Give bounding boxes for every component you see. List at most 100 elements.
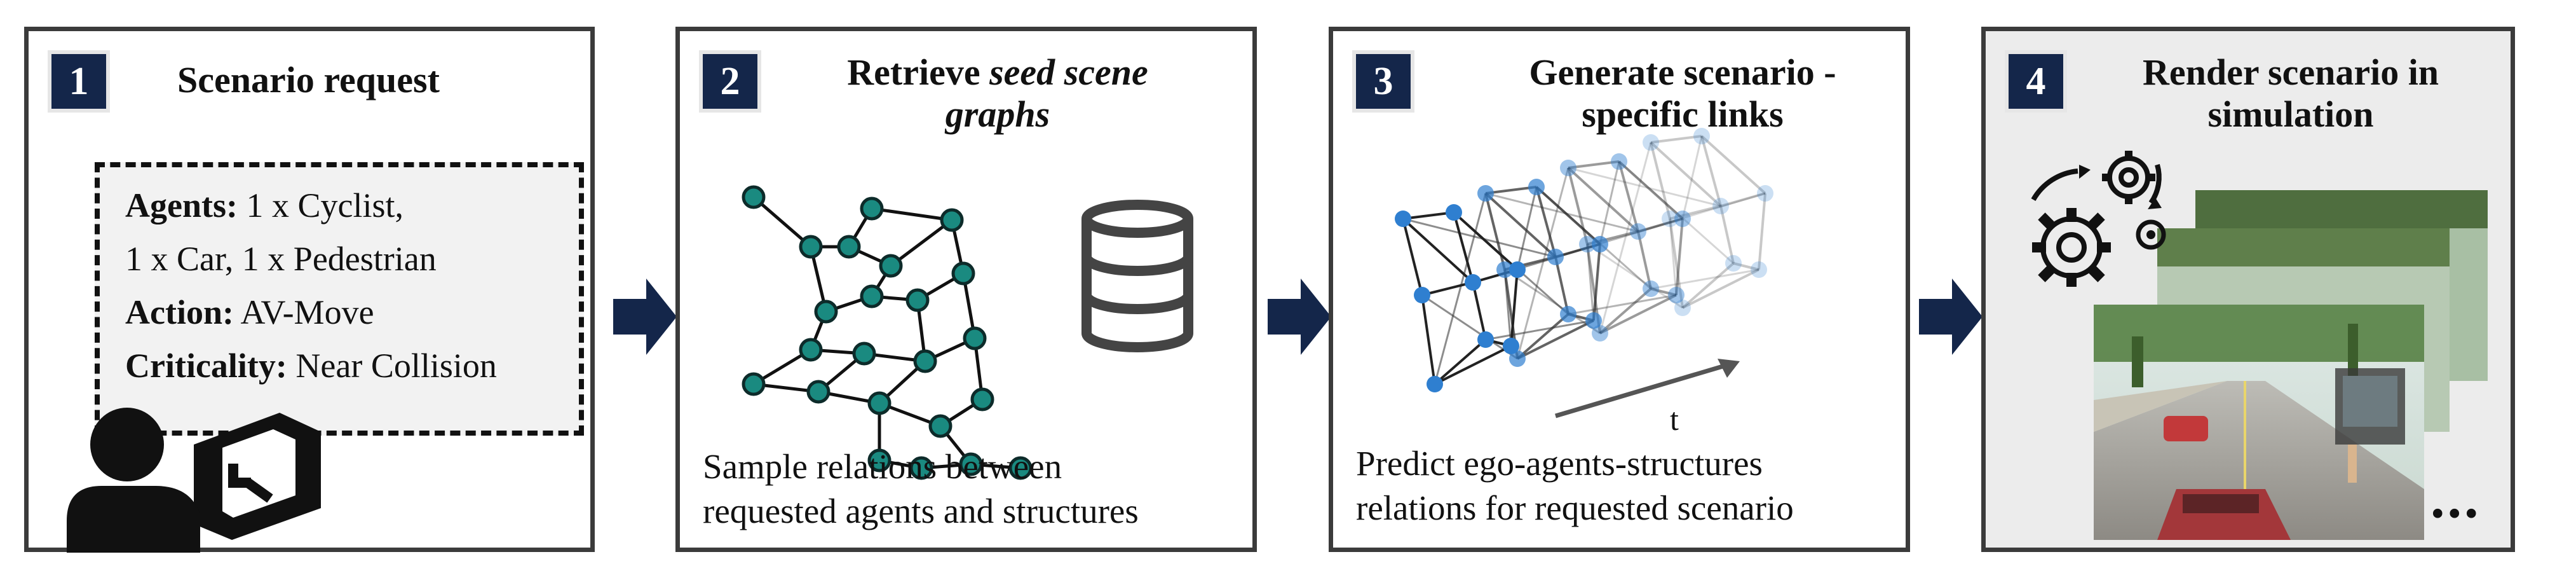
temporal-link-edge: [1681, 135, 1703, 219]
temporal-link-edge: [1586, 244, 1595, 321]
link-edge: [1650, 287, 1677, 296]
graph-node: [806, 380, 830, 404]
graph-edge: [871, 207, 952, 222]
link-edge: [1421, 294, 1436, 385]
graph-node: [814, 300, 838, 324]
caption-line: relations for requested scenario: [1356, 488, 1794, 527]
link-node: [1592, 325, 1608, 342]
panel-scenario-request: 1 Scenario request Agents: 1 x Cyclist, …: [24, 27, 595, 553]
link-edge: [1535, 186, 1601, 245]
link-edge: [1535, 186, 1557, 258]
panel-generate-specific-links: 3 Generate scenario - specific links t P…: [1329, 27, 1910, 552]
link-node: [1693, 128, 1710, 144]
temporal-link-edge: [1669, 218, 1678, 296]
graph-node: [928, 414, 952, 438]
simulation-frames-image: [2094, 190, 2488, 540]
link-edge: [1618, 161, 1639, 232]
link-edge: [1681, 262, 1735, 309]
request-value: AV-Move: [233, 293, 374, 331]
step-number-badge: 2: [699, 50, 761, 113]
database-icon: [1081, 200, 1193, 352]
link-edge: [1453, 212, 1474, 283]
graph-node: [940, 208, 964, 232]
time-axis-label: t: [1670, 401, 1679, 437]
temporal-link-edge: [1485, 192, 1639, 233]
temporal-link-edge: [1421, 294, 1518, 360]
link-edge: [1618, 160, 1684, 220]
link-node: [1496, 261, 1513, 278]
link-edge: [1402, 218, 1474, 284]
graph-node: [799, 338, 823, 362]
link-node: [1725, 255, 1742, 272]
link-node: [1509, 350, 1526, 367]
caption-line: Sample relations between: [703, 447, 1062, 486]
caption-line: requested agents and structures: [703, 492, 1139, 530]
link-node: [1579, 236, 1596, 252]
link-node: [1446, 204, 1462, 221]
graph-node: [742, 372, 766, 396]
person-with-speech-bubble-icon: [67, 408, 321, 553]
link-node: [1674, 211, 1691, 227]
link-node: [1630, 223, 1646, 240]
link-edge: [1434, 345, 1512, 385]
link-node: [1751, 261, 1767, 278]
link-node: [1712, 198, 1729, 214]
link-edge: [1484, 193, 1506, 270]
panel-caption: Sample relations between requested agent…: [703, 445, 1139, 534]
temporal-links-graph-icon: [1395, 128, 1773, 392]
request-value: 1 x Car, 1 x Pedestrian: [125, 240, 437, 278]
graph-edge: [752, 196, 812, 248]
temporal-link-edge: [1434, 193, 1487, 385]
link-node: [1643, 280, 1659, 297]
step-number-badge: 3: [1352, 50, 1414, 113]
request-label: Criticality:: [125, 347, 287, 385]
more-frames-ellipsis: ...: [2430, 467, 2481, 530]
graph-node: [852, 342, 876, 366]
link-edge: [1472, 282, 1487, 340]
temporal-link-edge: [1599, 142, 1652, 334]
link-node: [1643, 134, 1659, 151]
link-node: [1509, 261, 1526, 278]
link-edge: [1675, 218, 1684, 296]
arrow-right-icon: [1919, 279, 1983, 355]
request-label: Agents:: [125, 186, 238, 224]
step-number-badge: 4: [2005, 50, 2067, 113]
link-edge: [1484, 192, 1557, 258]
temporal-link-edge: [1637, 192, 1766, 233]
temporal-link-edge: [1568, 294, 1677, 315]
link-edge: [1517, 319, 1594, 360]
graph-node: [909, 456, 933, 480]
link-edge: [1700, 135, 1722, 207]
graph-node: [963, 326, 987, 350]
arrow-right-icon: [613, 279, 677, 355]
request-label: Action:: [125, 293, 234, 331]
panel-title-italic: seed scene graphs: [945, 52, 1148, 135]
panel-title-plain: Retrieve: [847, 52, 990, 93]
link-node: [1465, 274, 1481, 291]
graph-node: [970, 387, 994, 411]
graph-node: [951, 261, 975, 286]
scene-graph-icon: [742, 185, 1033, 480]
request-line: Action: AV-Move: [125, 286, 579, 339]
graph-node: [879, 254, 903, 278]
link-edge: [1700, 135, 1766, 195]
panel-title: Generate scenario - specific links: [1460, 52, 1905, 135]
link-edge: [1650, 141, 1722, 207]
panel-title: Retrieve seed scene graphs: [807, 52, 1188, 135]
link-node: [1477, 331, 1494, 348]
caption-line: Predict ego-agents-structures: [1356, 444, 1763, 483]
link-edge: [1669, 218, 1684, 308]
panel-title-line: simulation: [2207, 93, 2374, 135]
link-edge: [1516, 313, 1569, 360]
link-node: [1662, 211, 1678, 227]
request-line: Criticality: Near Collision: [125, 339, 579, 392]
graph-node: [799, 235, 823, 259]
link-node: [1674, 300, 1691, 316]
link-edge: [1434, 338, 1487, 385]
graph-node: [837, 235, 861, 259]
link-node: [1611, 153, 1627, 170]
link-edge: [1599, 294, 1677, 335]
panel-title-line: specific links: [1582, 93, 1784, 135]
arrow-right-icon: [1268, 279, 1331, 355]
link-node: [1560, 306, 1576, 322]
